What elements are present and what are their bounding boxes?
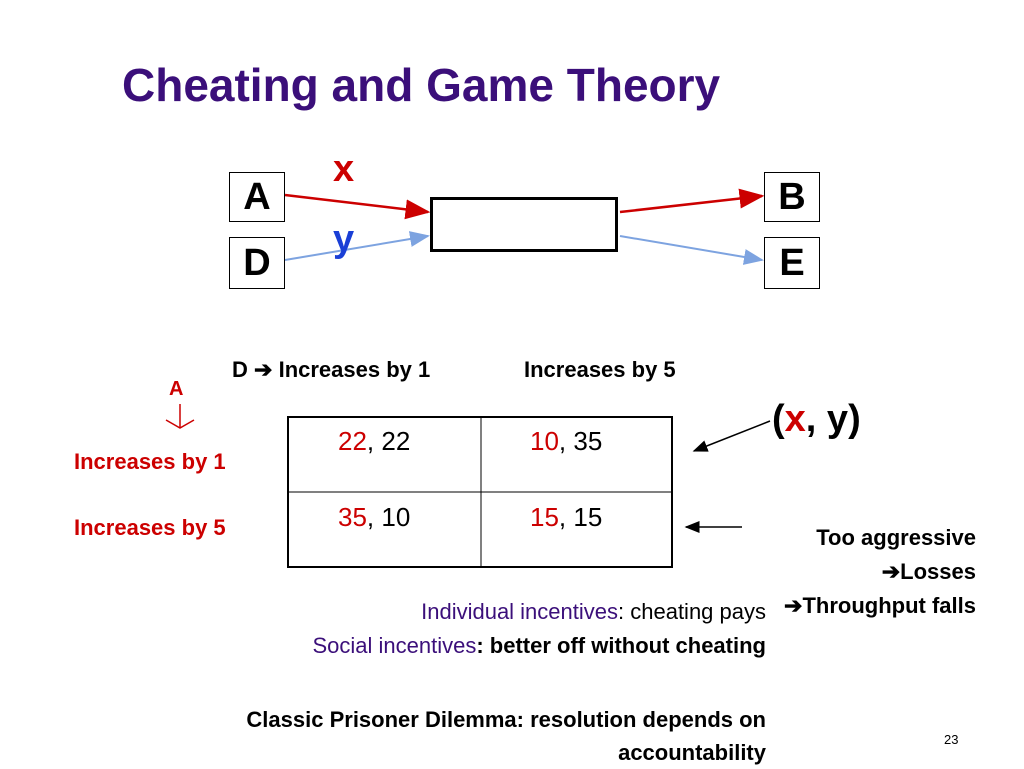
payoff-legend: (x, y) <box>772 398 861 441</box>
note-line-3-row: ➔Throughput falls <box>784 589 976 623</box>
node-d: D <box>229 237 285 289</box>
payoff-y: 10 <box>381 502 411 532</box>
legend-pointer-arrow <box>692 420 771 452</box>
legend-close: ) <box>848 398 861 440</box>
payoff-x: 10 <box>530 426 559 456</box>
down-arrow-head <box>165 419 195 429</box>
payoff-sep: , <box>558 502 574 532</box>
payoff-x: 22 <box>338 426 367 456</box>
payoff-y: 22 <box>381 426 411 456</box>
matrix-cell-1-1: 22, 22 <box>338 426 410 457</box>
page-number: 23 <box>944 732 959 747</box>
matrix-cell-1-2: 10, 35 <box>530 426 602 457</box>
arrow-box-to-b <box>619 188 765 214</box>
note-line-3: Throughput falls <box>802 593 976 618</box>
flow-x-label: x <box>333 148 355 190</box>
slide-title: Cheating and Game Theory <box>122 59 721 111</box>
payoff-y: 15 <box>573 502 603 532</box>
node-a: A <box>229 172 285 222</box>
social-incentives-line: Social incentives: better off without ch… <box>312 633 766 659</box>
arrow-box-to-e <box>619 235 764 265</box>
classic-line-2: accountability <box>618 740 766 765</box>
payoff-sep: , <box>558 426 574 456</box>
node-b: B <box>764 172 820 222</box>
right-arrow-icon: ➔ <box>254 357 273 382</box>
individual-rest: : cheating pays <box>618 599 766 624</box>
legend-y: y <box>826 398 849 440</box>
matrix-column-header: D ➔ Increases by 1 <box>232 357 430 383</box>
row-player-label: A <box>169 378 184 400</box>
payoff-sep: , <box>366 426 382 456</box>
matrix-cell-2-1: 35, 10 <box>338 502 410 533</box>
legend-x: x <box>784 398 806 440</box>
column-player-label: D <box>232 357 248 382</box>
aggressive-note: Too aggressive ➔Losses ➔Throughput falls <box>784 521 976 623</box>
individual-incentives-line: Individual incentives: cheating pays <box>421 599 766 625</box>
matrix-cell-2-2: 15, 15 <box>530 502 602 533</box>
flow-y-label: y <box>333 218 355 260</box>
right-arrow-icon: ➔ <box>881 559 901 584</box>
column-header-1: Increases by 1 <box>278 357 431 382</box>
note-line-2-row: ➔Losses <box>784 555 976 589</box>
arrow-a-to-box <box>284 193 431 220</box>
arrow-d-to-box <box>284 231 430 261</box>
classic-line-1: Classic Prisoner Dilemma: resolution dep… <box>246 707 766 732</box>
note-line-2: Losses <box>900 559 976 584</box>
row-header-2: Increases by 5 <box>74 515 226 540</box>
payoff-y: 35 <box>573 426 603 456</box>
legend-sep: , <box>805 398 827 440</box>
payoff-x: 15 <box>530 502 559 532</box>
social-label: Social incentives <box>312 633 477 658</box>
legend-open: ( <box>772 398 785 440</box>
payoff-sep: , <box>366 502 382 532</box>
individual-label: Individual incentives <box>421 599 619 624</box>
network-box <box>430 197 618 252</box>
social-rest: : better off without cheating <box>476 633 766 658</box>
row-header-1: Increases by 1 <box>74 449 226 474</box>
classic-dilemma-text: Classic Prisoner Dilemma: resolution dep… <box>246 703 766 769</box>
column-header-2: Increases by 5 <box>524 357 676 382</box>
note-line-1: Too aggressive <box>816 525 976 550</box>
right-arrow-icon: ➔ <box>784 593 803 618</box>
payoff-x: 35 <box>338 502 367 532</box>
node-e: E <box>764 237 820 289</box>
